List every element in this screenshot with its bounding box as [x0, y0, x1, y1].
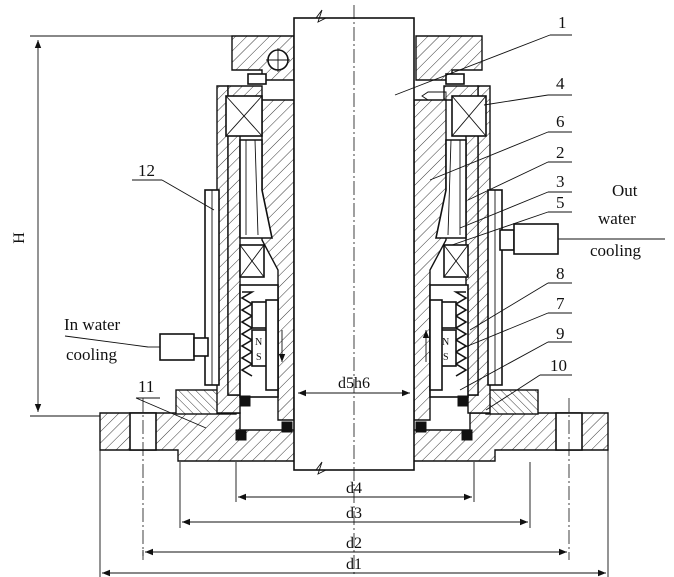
top-collar-right: [415, 35, 483, 101]
seal-ring-left: [239, 139, 273, 239]
part-label-6: 6: [556, 112, 565, 131]
magnet-assembly-left: N S: [235, 284, 293, 441]
dimension-d2: d2: [346, 535, 362, 552]
bearing-right: [451, 95, 487, 137]
in-cooling-line2: cooling: [66, 345, 117, 364]
magnet-assembly-right: N S: [415, 284, 473, 441]
out-cooling-line2: water: [598, 209, 636, 228]
out-cooling-line1: Out: [612, 181, 638, 200]
leader-lines: [64, 34, 665, 429]
seal-ring-right: [435, 139, 467, 239]
top-collar-left: [231, 35, 295, 85]
part-label-11: 11: [138, 377, 154, 396]
part-label-12: 12: [138, 161, 155, 180]
part-label-9: 9: [556, 324, 565, 343]
svg-text:S: S: [256, 352, 262, 363]
svg-text:S: S: [443, 352, 449, 363]
out-water-nozzle: [499, 223, 580, 255]
svg-text:N: N: [442, 337, 449, 348]
svg-text:N: N: [255, 337, 262, 348]
in-cooling-line1: In water: [64, 315, 121, 334]
base-flange: [99, 398, 609, 560]
dimension-d5h6: d5h6: [338, 375, 370, 392]
bearing-left: [225, 95, 263, 137]
part-label-8: 8: [556, 264, 565, 283]
part-label-7: 7: [556, 294, 565, 313]
out-cooling-line3: cooling: [590, 241, 641, 260]
dimension-d1: d1: [346, 556, 362, 573]
dimension-lines: [30, 35, 609, 577]
part-label-2: 2: [556, 143, 565, 162]
dimension-H: H: [11, 232, 28, 244]
in-water-nozzle: [148, 333, 209, 361]
part-label-3: 3: [556, 172, 565, 191]
part-label-10: 10: [550, 356, 567, 375]
part-label-5: 5: [556, 193, 565, 212]
part-label-4: 4: [556, 74, 565, 93]
part-label-1: 1: [558, 13, 567, 32]
gland-ring-right: [485, 389, 539, 415]
dimension-d4: d4: [346, 480, 362, 497]
dimension-d3: d3: [346, 505, 362, 522]
